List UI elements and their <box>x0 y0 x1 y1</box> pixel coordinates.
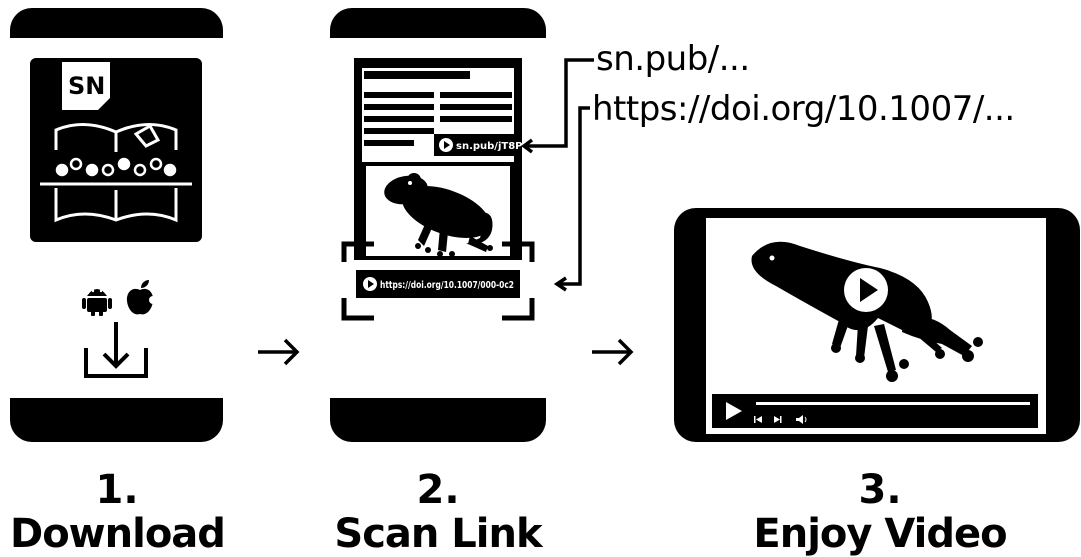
flow-arrow-2 <box>592 338 634 366</box>
play-pause-button[interactable] <box>726 402 742 420</box>
leaping-frog-image <box>751 241 983 382</box>
step-title: Enjoy Video <box>753 511 1007 557</box>
reader-dots <box>55 157 177 177</box>
skip-back-icon[interactable] <box>754 416 762 423</box>
article-title-bar <box>364 71 470 79</box>
short-link-pill[interactable] <box>434 134 516 156</box>
phone-download: SN <box>10 8 223 442</box>
step-title: Scan Link <box>334 511 542 557</box>
apple-icon <box>126 280 157 315</box>
doi-link-text: https://doi.org/10.1007/000-0c2 <box>380 280 514 291</box>
step-scan-label: 2. Scan Link <box>318 470 558 554</box>
short-link-text: sn.pub/jT8Pr1 <box>456 141 534 152</box>
doi-pill[interactable] <box>356 270 520 298</box>
skip-forward-icon[interactable] <box>774 416 782 423</box>
sn-logo-text: SN <box>68 72 105 100</box>
step-video-label: 3. Enjoy Video <box>730 470 1030 554</box>
sn-logo-badge <box>62 62 110 110</box>
flow-arrow-1 <box>258 338 300 366</box>
phone-video <box>674 208 1080 442</box>
download-icon[interactable] <box>84 322 148 378</box>
android-icon <box>82 289 112 316</box>
scan-frame <box>341 241 535 321</box>
step-number: 1. <box>95 467 139 513</box>
video-control-bar <box>712 394 1038 428</box>
progress-track[interactable] <box>756 402 1030 405</box>
doi-link-callout: https://doi.org/10.1007/... <box>592 89 1015 129</box>
frog-image <box>384 173 493 257</box>
phone-scan: sn.pub/jT8Pr1 https://doi.or <box>330 8 546 442</box>
step-download-label: 1. Download <box>10 467 226 557</box>
step-number: 2. <box>416 467 460 513</box>
short-link-callout: sn.pub/... <box>596 39 750 79</box>
book-icon <box>54 123 178 223</box>
article-text-lines <box>364 92 512 146</box>
callout-connectors <box>521 58 594 292</box>
step-title: Download <box>10 511 226 557</box>
play-icon <box>860 278 878 302</box>
volume-icon[interactable] <box>796 415 807 424</box>
step-number: 3. <box>858 467 902 513</box>
